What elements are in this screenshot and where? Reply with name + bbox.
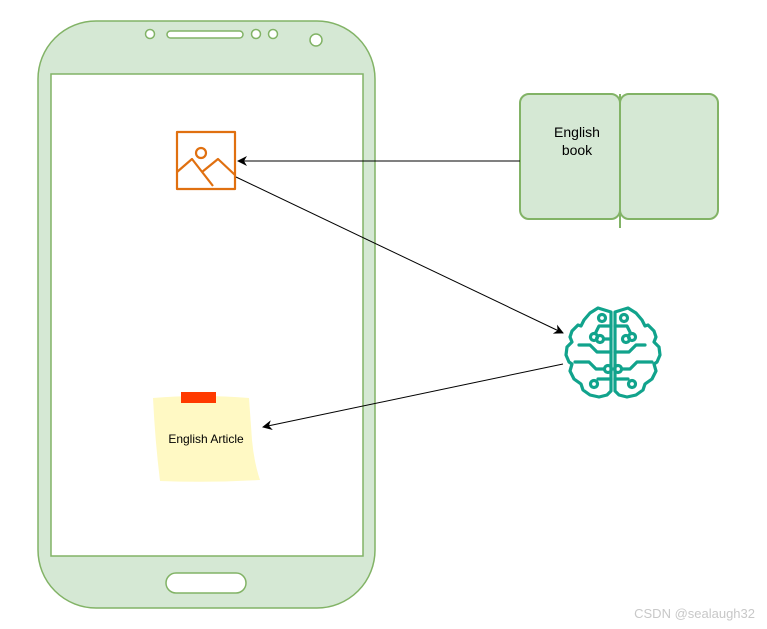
phone-speaker bbox=[166, 30, 244, 39]
arrow-ai-to-article bbox=[262, 363, 564, 431]
phone-front-camera bbox=[144, 28, 156, 40]
ai-brain-icon bbox=[564, 306, 662, 399]
phone-home-button bbox=[165, 572, 247, 594]
sticky-note-icon: English Article bbox=[153, 392, 260, 482]
sticky-note-paper bbox=[153, 396, 260, 482]
sticky-note-tape bbox=[181, 392, 216, 403]
smartphone bbox=[37, 20, 376, 609]
phone-screen bbox=[50, 73, 364, 557]
arrow-image-to-ai bbox=[235, 176, 564, 334]
phone-sensor-1 bbox=[250, 28, 262, 40]
sticky-note-label: English Article bbox=[168, 432, 244, 446]
open-book-icon: English book bbox=[519, 93, 719, 228]
book-label-line1: English bbox=[554, 124, 600, 140]
phone-sensor-2 bbox=[267, 28, 279, 40]
phone-sensor-3 bbox=[309, 33, 323, 47]
image-icon bbox=[175, 130, 237, 191]
book-right-page bbox=[619, 93, 719, 220]
book-label-line2: book bbox=[562, 142, 593, 158]
watermark: CSDN @sealaugh32 bbox=[634, 606, 755, 621]
